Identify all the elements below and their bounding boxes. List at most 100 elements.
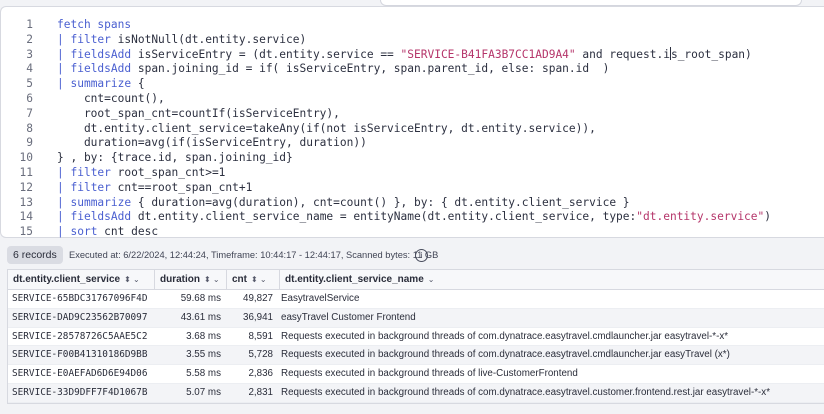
code-line[interactable]: 15 | sort cnt desc xyxy=(1,224,824,239)
code-line[interactable]: 8 dt.entity.client_service=takeAny(if(no… xyxy=(1,121,824,136)
cell-duration: 43.61 ms xyxy=(180,311,221,323)
code-line[interactable]: 11| filter root_span_cnt>=1 xyxy=(1,165,824,180)
line-number: 10 xyxy=(19,151,33,165)
keyword: summarize xyxy=(70,195,132,209)
code-line[interactable]: 13 | summarize { duration=avg(duration), … xyxy=(1,195,824,210)
line-number: 5 xyxy=(26,77,33,91)
column-header-cnt[interactable]: cnt⬍ ⌄ xyxy=(227,270,280,289)
code-token: dt.entity.client_service_name = entityNa… xyxy=(131,210,637,224)
code-line[interactable]: 4| fieldsAdd span.joining_id = if( isSer… xyxy=(1,61,824,76)
cell-client-service: SERVICE-33D9DFF7F4D1067B xyxy=(12,386,148,398)
keyword: | xyxy=(57,62,71,76)
cell-cnt: 36,941 xyxy=(243,311,273,323)
code-token: cnt desc xyxy=(97,225,159,239)
code-line[interactable]: 12| filter cnt==root_span_cnt+1 xyxy=(1,180,824,195)
cell-client-service: SERVICE-28578726C5AAE5C2 xyxy=(12,330,148,342)
code-token: duration=avg(if(isServiceEntry, duration… xyxy=(57,136,367,150)
cell-client-service-name: EasytravelService xyxy=(281,293,360,304)
cell-client-service-name: Requests executed in background threads … xyxy=(281,368,578,380)
code-line[interactable]: 14 | fieldsAdd dt.entity.client_service_n… xyxy=(1,209,824,224)
code-line[interactable]: 10 } , by: {trace.id, span.joining_id} xyxy=(1,150,824,165)
code-line[interactable]: 3 | fieldsAdd isServiceEntry = (dt.entity… xyxy=(1,46,824,62)
line-number: 3 xyxy=(26,47,33,61)
column-header-duration[interactable]: duration⬍ ⌄ xyxy=(155,270,227,289)
code-token: isServiceEntry = (dt.entity.service == xyxy=(131,47,401,61)
code-text: | filter root_span_cnt>=1 xyxy=(57,165,225,180)
code-line[interactable]: 5 | summarize { xyxy=(1,76,824,91)
execution-info: Executed at: 6/22/2024, 12:44:24, Timefr… xyxy=(69,250,439,260)
chevron-down-icon[interactable]: ⌄ xyxy=(427,275,435,284)
info-icon[interactable]: i xyxy=(415,249,428,262)
cell-cnt: 2,831 xyxy=(248,386,273,398)
code-text: | sort cnt desc xyxy=(57,224,158,239)
keyword: fieldsAdd xyxy=(70,62,132,76)
sort-icon[interactable]: ⬍ ⌄ xyxy=(251,275,267,284)
code-token: span.joining_id = if( isServiceEntry, sp… xyxy=(131,62,610,76)
code-text: | filter cnt==root_span_cnt+1 xyxy=(57,180,252,195)
string-literal: "SERVICE-B41FA3B7CC1AD9A4" xyxy=(400,47,576,61)
line-number: 1 xyxy=(26,18,33,31)
keyword: | xyxy=(57,180,71,194)
code-token: s_root_span) xyxy=(670,47,752,61)
code-token: root_span_cnt>=1 xyxy=(110,166,226,179)
keyword: | xyxy=(57,47,71,61)
code-line[interactable]: 9 duration=avg(if(isServiceEntry, durati… xyxy=(1,135,824,150)
line-number: 6 xyxy=(26,92,33,105)
keyword: filter xyxy=(70,180,111,194)
cell-client-service: SERVICE-F00B41310186D9BB xyxy=(12,349,148,361)
code-text: fetch spans xyxy=(57,17,131,32)
keyword: fetch spans xyxy=(57,18,132,31)
code-line[interactable]: 1 fetch spans xyxy=(1,17,824,32)
code-text: duration=avg(if(isServiceEntry, duration… xyxy=(57,135,367,150)
cell-duration: 3.68 ms xyxy=(186,330,221,342)
code-token: } , by: {trace.id, span.joining_id} xyxy=(57,151,293,165)
code-line[interactable]: 7 root_span_cnt=countIf(isServiceEntry), xyxy=(1,106,824,121)
cell-client-service-name: Requests executed in background threads … xyxy=(281,349,730,361)
code-token: root_span_cnt=countIf(isServiceEntry), xyxy=(57,106,340,120)
code-token: { xyxy=(131,77,145,91)
code-text: | fieldsAdd span.joining_id = if( isServ… xyxy=(57,61,609,76)
line-number: 2 xyxy=(26,32,33,46)
code-text: | fieldsAdd dt.entity.client_service_nam… xyxy=(57,209,771,224)
code-text: | fieldsAdd isServiceEntry = (dt.entity.… xyxy=(57,46,752,62)
code-line[interactable]: 6 cnt=count(), xyxy=(1,91,824,106)
cell-duration: 5.07 ms xyxy=(186,386,221,398)
cell-duration: 5.58 ms xyxy=(186,368,221,380)
column-header-client-service[interactable]: dt.entity.client_service⬍ ⌄ xyxy=(8,270,155,289)
code-text: cnt=count(), xyxy=(57,91,165,106)
cell-client-service: SERVICE-65BDC31767096F4D xyxy=(12,293,148,304)
line-number: 9 xyxy=(26,136,33,150)
code-text: | summarize { duration=avg(duration), cn… xyxy=(57,195,630,210)
sort-icon[interactable]: ⬍ ⌄ xyxy=(204,275,220,284)
string-literal: "dt.entity.service" xyxy=(636,210,765,224)
line-number: 15 xyxy=(19,225,33,239)
line-number: 8 xyxy=(26,121,33,135)
sort-icon[interactable]: ⬍ ⌄ xyxy=(124,275,140,284)
cell-duration: 3.55 ms xyxy=(186,349,221,361)
code-line[interactable]: 2| filter isNotNull(dt.entity.service) xyxy=(1,32,824,47)
code-token: and request.i xyxy=(575,47,670,61)
code-token: ) xyxy=(764,210,772,224)
cell-client-service: SERVICE-E0AEFAD6D6E94D06 xyxy=(12,368,148,380)
column-header-client-service-name[interactable]: dt.entity.client_service_name⌄ xyxy=(285,274,435,285)
keyword: sort xyxy=(70,225,98,239)
code-text: | summarize { xyxy=(57,76,145,91)
cell-cnt: 8,591 xyxy=(248,330,273,342)
line-number: 14 xyxy=(19,210,33,224)
records-count-badge: 6 records xyxy=(7,246,63,264)
keyword: summarize xyxy=(70,77,132,91)
keyword: fieldsAdd xyxy=(70,210,132,224)
code-text: root_span_cnt=countIf(isServiceEntry), xyxy=(57,106,340,121)
cell-client-service: SERVICE-DAD9C23562B70097 xyxy=(12,311,148,323)
line-number: 7 xyxy=(26,106,33,120)
line-number: 13 xyxy=(19,195,33,209)
keyword: | xyxy=(57,32,71,46)
